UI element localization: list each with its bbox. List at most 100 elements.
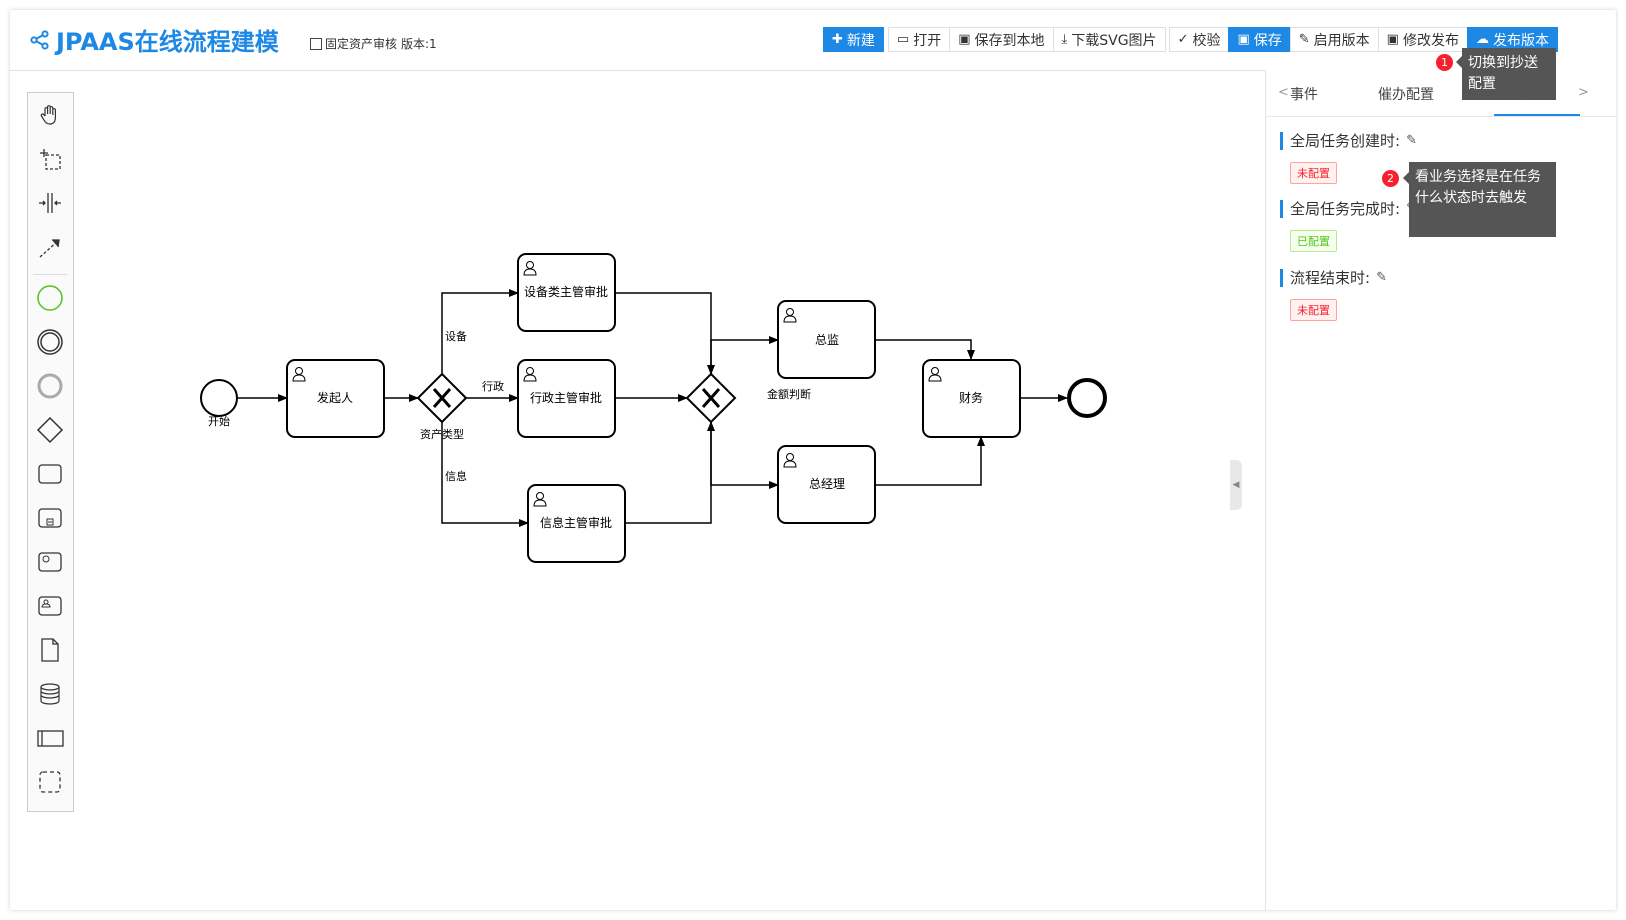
save-button[interactable]: ▣ 保存 <box>1228 27 1291 52</box>
edit-icon[interactable]: ✎ <box>1376 270 1387 285</box>
section-title-text: 全局任务创建时: <box>1290 132 1401 150</box>
flow-label-info: 信息 <box>445 469 467 483</box>
tooltip-trigger-hint: 看业务选择是在任务什么状态时去触发 <box>1409 162 1556 237</box>
tab-reminder-config[interactable]: 催办配置 <box>1378 87 1434 103</box>
user-icon <box>783 453 797 468</box>
subprocess-tool[interactable] <box>34 502 66 534</box>
section-title-text: 流程结束时: <box>1290 269 1371 287</box>
plus-icon: ✚ <box>832 32 843 47</box>
task-gm-label: 总经理 <box>809 477 845 491</box>
floppy-icon: ▣ <box>958 32 971 47</box>
save-button-label: 保存 <box>1253 32 1282 49</box>
tooltip-arrow <box>1403 172 1409 184</box>
validate-button-label: 校验 <box>1192 32 1221 49</box>
modify-publish-button-label: 修改发布 <box>1402 32 1459 49</box>
section-task-created: 全局任务创建时: ✎ 未配置 <box>1280 132 1417 184</box>
download-svg-button[interactable]: ⤓ 下载SVG图片 <box>1052 27 1166 52</box>
user-icon <box>533 492 547 507</box>
gateway-tool[interactable] <box>34 414 66 446</box>
task-initiator[interactable]: 发起人 <box>286 359 385 438</box>
open-button[interactable]: ▭ 打开 <box>887 27 951 52</box>
subprocess-icon <box>38 508 62 528</box>
global-connect-tool[interactable] <box>34 231 66 263</box>
task-director[interactable]: 总监 <box>777 300 876 379</box>
save-local-button[interactable]: ▣ 保存到本地 <box>949 27 1054 52</box>
validate-button[interactable]: ✓ 校验 <box>1168 27 1230 52</box>
end-event-tool[interactable] <box>34 370 66 402</box>
user-icon <box>523 367 537 382</box>
start-event[interactable] <box>200 379 238 417</box>
new-button[interactable]: ✚ 新建 <box>823 27 884 52</box>
edit-icon[interactable]: ✎ <box>1406 133 1417 148</box>
palette-separator <box>33 274 67 275</box>
section-title: 流程结束时: ✎ <box>1280 269 1387 287</box>
end-event[interactable] <box>1067 378 1107 418</box>
intermediate-event-tool[interactable] <box>34 326 66 358</box>
gateway-amount-label: 金额判断 <box>767 387 811 401</box>
hand-icon <box>40 105 56 125</box>
status-badge: 未配置 <box>1290 162 1337 184</box>
service-task-icon <box>38 552 62 572</box>
header: JPAAS在线流程建模 固定资产审核 版本:1 ✚ 新建 ▭ 打开 ▣ 保存到本… <box>10 10 1616 71</box>
start-event-tool[interactable] <box>34 282 66 314</box>
hand-tool[interactable] <box>34 99 66 131</box>
group-tool[interactable] <box>34 766 66 798</box>
new-button-label: 新建 <box>846 32 875 49</box>
space-icon <box>39 193 61 213</box>
task-admin-approval[interactable]: 行政主管审批 <box>517 359 616 438</box>
diagram-canvas[interactable]: 开始 设备 行政 信息 <box>10 70 1265 910</box>
cloud-upload-icon: ☁ <box>1475 32 1489 47</box>
tool-palette <box>27 92 74 812</box>
publish-version-button-label: 发布版本 <box>1492 32 1549 49</box>
pool-icon <box>37 730 64 747</box>
flow-label-equipment: 设备 <box>445 329 467 343</box>
modify-publish-button[interactable]: ▣ 修改发布 <box>1377 27 1468 52</box>
section-title: 全局任务完成时: ✎ <box>1280 200 1417 218</box>
data-store-tool[interactable] <box>34 678 66 710</box>
user-icon <box>523 261 537 276</box>
process-icon <box>310 37 322 50</box>
app-title: JPAAS在线流程建模 <box>56 28 279 56</box>
user-icon <box>292 367 306 382</box>
group-icon <box>39 771 61 793</box>
tooltip-arrow <box>1456 56 1462 68</box>
exclusive-gateway-amount[interactable] <box>685 372 737 424</box>
lasso-tool[interactable] <box>34 143 66 175</box>
tab-scroll-left-icon[interactable]: < <box>1278 85 1289 100</box>
task-info-label: 信息主管审批 <box>540 515 612 530</box>
download-icon: ⤓ <box>1061 32 1068 47</box>
space-tool[interactable] <box>34 187 66 219</box>
task-equipment-approval[interactable]: 设备类主管审批 <box>517 253 616 332</box>
gateway-icon <box>36 416 64 444</box>
status-badge: 未配置 <box>1290 299 1337 321</box>
task-director-label: 总监 <box>815 333 839 347</box>
toolbar: ✚ 新建 ▭ 打开 ▣ 保存到本地 ⤓ 下载SVG图片 ✓ 校验 ▣ 保存 <box>823 27 1558 52</box>
data-object-tool[interactable] <box>34 634 66 666</box>
pool-tool[interactable] <box>34 722 66 754</box>
enable-version-button[interactable]: ✎ 启用版本 <box>1289 27 1379 52</box>
task-finance[interactable]: 财务 <box>922 359 1021 438</box>
panel-collapse-handle[interactable]: ◀ <box>1230 460 1242 510</box>
step-badge-1: 1 <box>1436 54 1453 71</box>
task-tool[interactable] <box>34 458 66 490</box>
end-event-icon <box>37 373 63 399</box>
tooltip-switch-cc: 切换到抄送配置 <box>1462 48 1556 100</box>
section-task-completed: 全局任务完成时: ✎ 已配置 <box>1280 200 1417 252</box>
tab-events[interactable]: 事件 <box>1290 87 1318 103</box>
process-info: 固定资产审核 版本:1 <box>310 35 437 52</box>
version-label: 版本:1 <box>401 37 437 51</box>
app-frame: JPAAS在线流程建模 固定资产审核 版本:1 ✚ 新建 ▭ 打开 ▣ 保存到本… <box>10 10 1616 910</box>
start-event-icon <box>37 285 63 311</box>
publish-version-button[interactable]: ☁ 发布版本 <box>1466 27 1558 52</box>
user-task-tool[interactable] <box>34 590 66 622</box>
share-icon <box>30 29 49 50</box>
connect-icon <box>39 239 60 258</box>
chevron-left-icon: ◀ <box>1232 480 1240 490</box>
folder-icon: ▭ <box>896 32 910 47</box>
task-general-manager[interactable]: 总经理 <box>777 445 876 524</box>
service-task-tool[interactable] <box>34 546 66 578</box>
user-icon <box>783 308 797 323</box>
task-info-approval[interactable]: 信息主管审批 <box>527 484 626 563</box>
tab-scroll-right-icon[interactable]: > <box>1578 85 1589 100</box>
exclusive-gateway-asset-type[interactable] <box>416 372 468 424</box>
